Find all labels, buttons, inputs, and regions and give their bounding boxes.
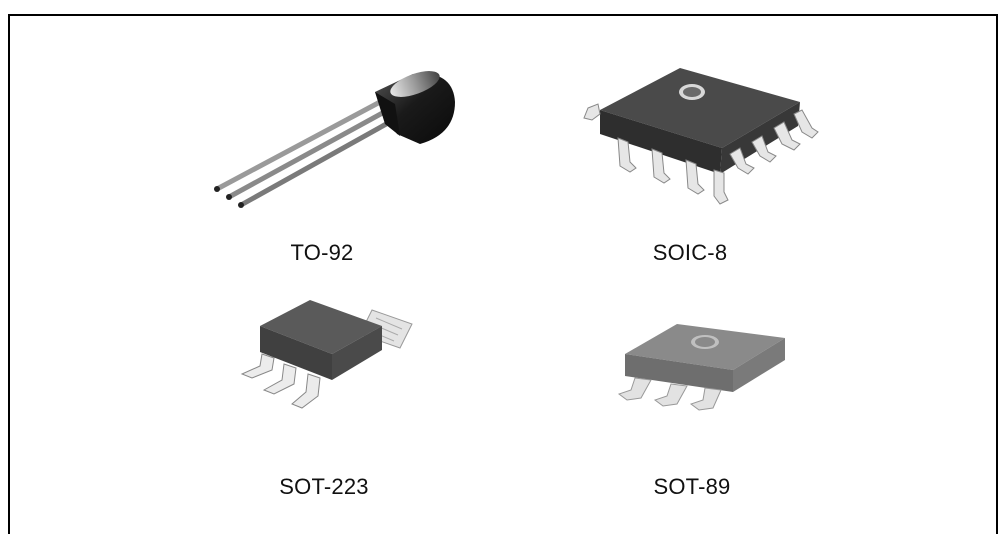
- sot-223-label: SOT-223: [279, 474, 369, 499]
- sot-89-package-icon: [617, 324, 785, 411]
- soic-8-label: SOIC-8: [652, 240, 728, 265]
- sot-89-label: SOT-89: [653, 474, 731, 499]
- sot-223-package-icon: [240, 300, 413, 409]
- figure-frame: [8, 14, 998, 534]
- to-92-package-icon: [214, 71, 455, 208]
- to-92-label: TO-92: [290, 240, 354, 265]
- soic-8-package-icon: [583, 68, 819, 205]
